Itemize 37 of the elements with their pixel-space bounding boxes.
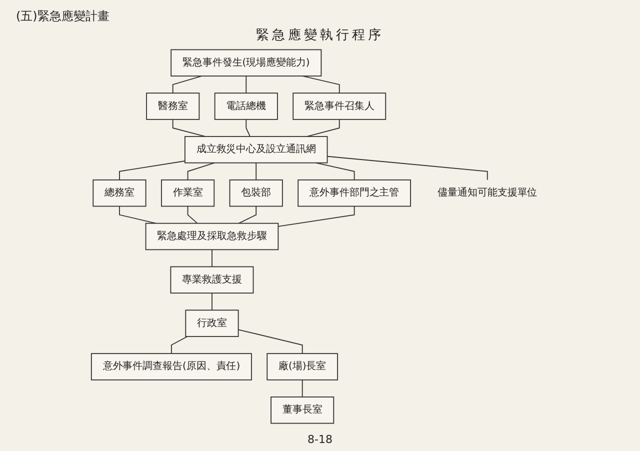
- connector-line: [172, 76, 202, 94]
- connector-line: [238, 329, 303, 354]
- process-box: 總務室: [92, 179, 146, 207]
- connector-line: [187, 162, 216, 180]
- process-box: 作業室: [161, 179, 215, 207]
- note-text: 儘量通知可能支援單位: [438, 187, 538, 198]
- connector-line: [170, 336, 188, 354]
- connector-line: [119, 206, 156, 224]
- process-box: 電話總機: [214, 92, 278, 120]
- connector-line: [278, 206, 355, 227]
- connector-line: [326, 156, 488, 180]
- process-box: 意外事件調查報告(原因、責任): [90, 353, 252, 380]
- connector-line: [315, 162, 355, 180]
- connector-line: [238, 206, 257, 224]
- process-box: 醫務室: [146, 92, 200, 120]
- connector-line: [256, 162, 257, 180]
- connector-line: [302, 379, 303, 398]
- connector-line: [306, 118, 340, 137]
- process-box: 緊急處理及採取急救步驟: [145, 222, 279, 250]
- process-box: 緊急事件召集人: [292, 92, 386, 120]
- connector-line: [302, 76, 340, 94]
- process-box: 廠(場)長室: [266, 353, 338, 380]
- process-box: 董事長室: [270, 396, 334, 424]
- process-box: 意外事件部門之主管: [298, 179, 411, 207]
- connector-line: [246, 118, 251, 137]
- process-box: 成立救災中心及設立通訊網: [184, 136, 328, 164]
- page-number: 8-18: [308, 433, 332, 446]
- process-box: 行政室: [185, 310, 239, 337]
- process-box: 包裝部: [229, 179, 283, 207]
- diagram-title: 緊急應變執行程序: [256, 28, 384, 43]
- connector-line: [172, 118, 206, 137]
- connector-line: [187, 206, 198, 224]
- connector-line: [119, 160, 186, 180]
- connector-line: [246, 76, 247, 94]
- process-box: 緊急事件發生(現場應變能力): [170, 49, 322, 76]
- section-heading: (五)緊急應變計畫: [16, 9, 110, 23]
- process-box: 專業救護支援: [170, 266, 254, 294]
